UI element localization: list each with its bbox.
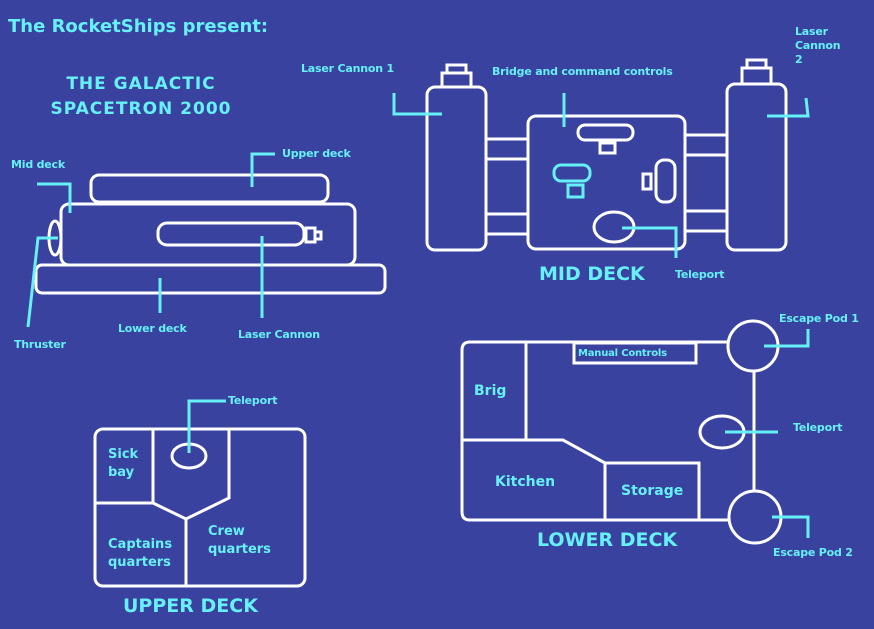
upper-deck-outline [93,427,307,588]
label-crew-quarters: Crew quarters [208,523,271,559]
label-laser-cannon: Laser Cannon [238,328,320,341]
label-laser-cannon-2-line-3: 2 [795,53,803,66]
console-right [654,158,677,204]
label-sick-bay: Sick bay [108,446,138,482]
side-laser-cannon-tip [313,230,323,241]
label-upper-deck: Upper deck [282,147,351,160]
laser-cannon-1-base [440,71,473,89]
side-view [26,152,387,328]
mid-deck-title: MID DECK [539,263,645,285]
console-right-seat [641,172,653,191]
callout-thruster [26,236,58,328]
console-left [552,163,592,183]
label-sick-bay-line-1: Sick [108,447,139,462]
label-thruster: Thruster [14,338,66,351]
console-top [576,123,635,142]
label-laser-cannon-2-line-2: Cannon [795,39,841,52]
side-mid-deck [59,202,357,267]
bridge-room [526,114,687,251]
callout-laser-cannon-1 [392,93,442,116]
laser-cannon-1-tip [445,63,468,75]
label-captains-line-1: Captains [108,537,173,552]
label-laser-cannon-2: Laser Cannon 2 [795,25,841,67]
label-crew-line-2: quarters [208,542,271,557]
mid-deck-plan [392,58,810,258]
connector-right-top [683,133,729,157]
label-mid-deck: Mid deck [11,158,65,171]
label-escape-pod-1: Escape Pod 1 [779,312,859,325]
laser-cannon-2-base [740,66,773,86]
label-lower-teleport: Teleport [793,421,843,434]
upper-deck-title: UPPER DECK [123,595,258,617]
side-upper-deck [89,173,330,204]
storage-room [603,461,701,522]
side-laser-cannon-body [156,221,306,247]
label-kitchen: Kitchen [495,474,556,490]
label-captains-quarters: Captains quarters [108,536,172,572]
side-lower-deck [34,263,387,295]
label-crew-line-1: Crew [208,524,245,539]
wall-teleport-chamber [152,429,231,521]
lower-deck-outline [460,340,729,522]
presenter-text: The RocketShips present: [8,16,269,37]
manual-controls-panel [572,341,698,365]
callout-upper-deck [250,152,275,187]
callout-mid-deck [37,182,72,213]
label-escape-pod-2: Escape Pod 2 [773,546,853,559]
label-upper-teleport: Teleport [228,394,278,407]
callout-escape-pod-1 [764,329,810,348]
page-title: THE GALACTIC SPACETRON 2000 [30,72,252,122]
laser-cannon-2-body [725,82,788,252]
wall-brig-bottom [462,438,606,465]
title-line-2: SPACETRON 2000 [50,99,232,119]
console-top-seat [598,141,617,155]
callout-escape-pod-2 [772,515,810,538]
title-line-1: THE GALACTIC [66,74,216,94]
laser-cannon-2-tip [745,58,768,70]
lower-deck-title: LOWER DECK [537,529,678,551]
connector-left-bottom [484,212,530,236]
label-manual-controls: Manual Controls [578,348,667,359]
label-captains-line-2: quarters [108,555,171,570]
label-laser-cannon-2-line-1: Laser [795,25,828,38]
label-sick-bay-line-2: bay [108,465,135,480]
label-lower-deck: Lower deck [118,322,187,335]
label-storage: Storage [621,483,684,499]
label-brig: Brig [474,383,507,399]
callout-upper-teleport [187,399,226,453]
label-mid-teleport: Teleport [675,268,725,281]
upper-deck-plan [93,399,307,588]
connector-left-top [484,137,530,161]
connector-right-bottom [683,209,729,233]
console-left-seat [566,183,585,199]
callout-laser-cannon-2 [767,97,810,118]
lower-deck-plan [460,319,810,545]
label-laser-cannon-1: Laser Cannon 1 [301,62,394,75]
callout-mid-teleport [622,226,678,258]
label-bridge: Bridge and command controls [492,65,673,78]
laser-cannon-1-body [425,85,488,252]
